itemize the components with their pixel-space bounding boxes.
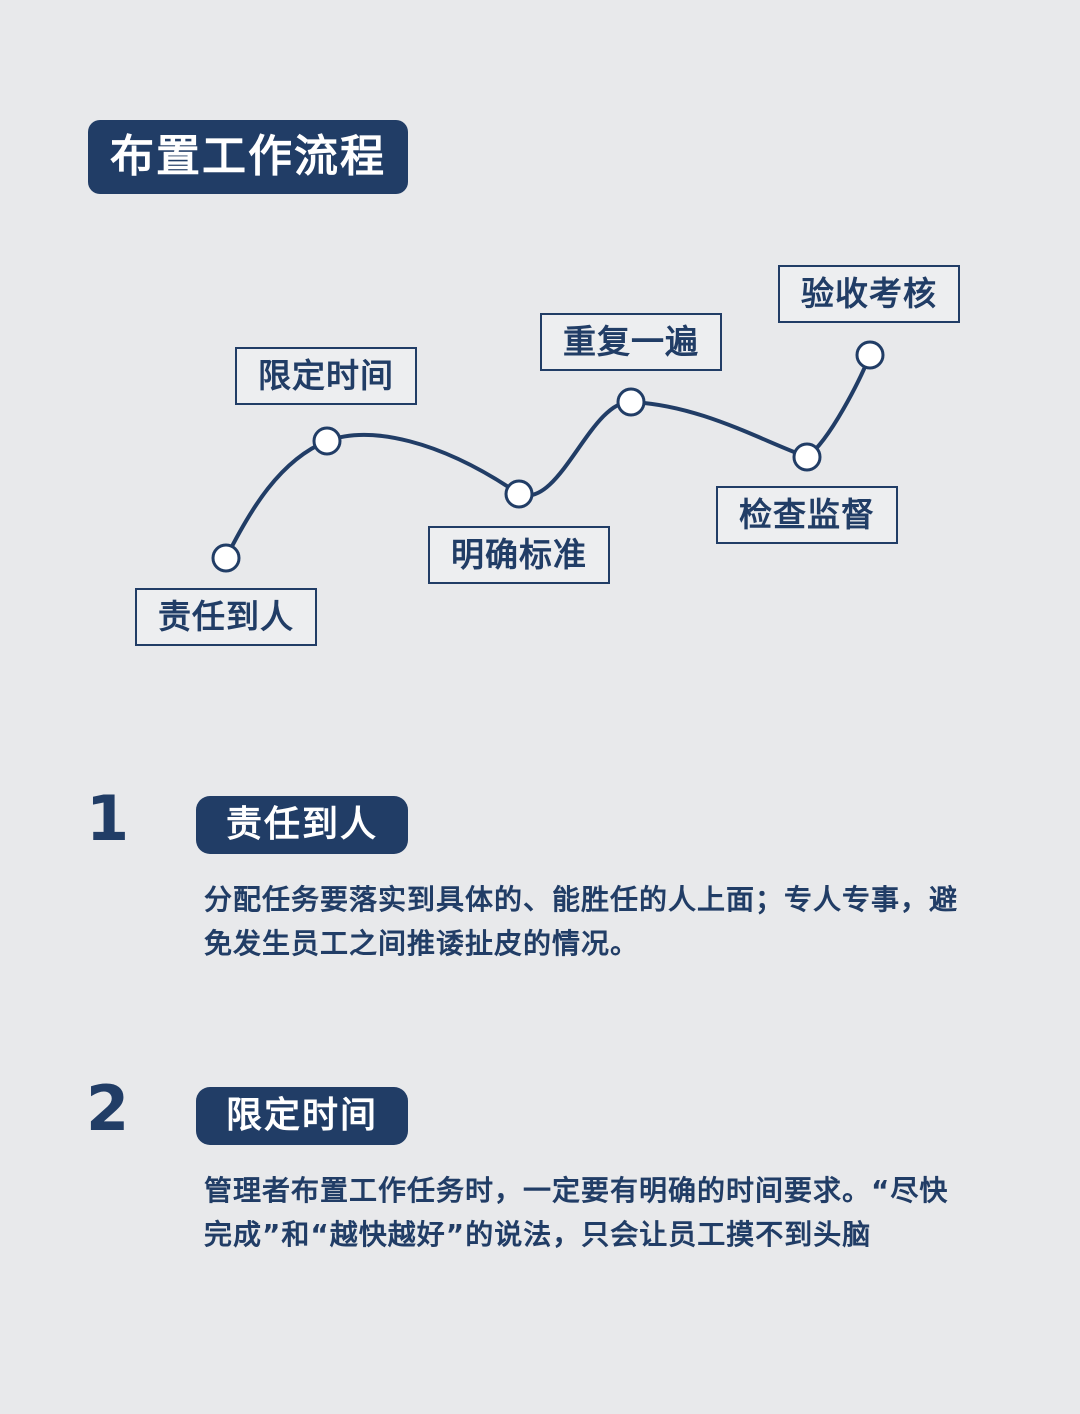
- flow-step-label-5: 检查监督: [716, 486, 898, 544]
- section-heading-1: 责任到人: [196, 796, 408, 854]
- flow-curve-diagram: [211, 340, 885, 573]
- flow-step-label-1: 责任到人: [135, 588, 317, 646]
- flow-step-label-3: 明确标准: [428, 526, 610, 584]
- section-heading-2: 限定时间: [196, 1087, 408, 1145]
- flow-node-3: [504, 479, 534, 509]
- flow-node-1: [211, 543, 241, 573]
- section-number-2: 2: [86, 1072, 130, 1145]
- section-text-1: 分配任务要落实到具体的、能胜任的人上面；专人专事，避免发生员工之间推诿扯皮的情况…: [204, 883, 959, 960]
- flow-node-5: [792, 442, 822, 472]
- section-number-1: 1: [86, 782, 130, 855]
- flow-node-2: [312, 426, 342, 456]
- flow-node-6: [855, 340, 885, 370]
- flow-step-label-4: 重复一遍: [540, 313, 722, 371]
- flow-step-label-2: 限定时间: [235, 347, 417, 405]
- page-title: 布置工作流程: [88, 120, 408, 194]
- flow-step-label-6: 验收考核: [778, 265, 960, 323]
- flow-node-4: [616, 387, 646, 417]
- section-text-2: 管理者布置工作任务时，一定要有明确的时间要求。“尽快完成”和“越快越好”的说法，…: [204, 1174, 949, 1251]
